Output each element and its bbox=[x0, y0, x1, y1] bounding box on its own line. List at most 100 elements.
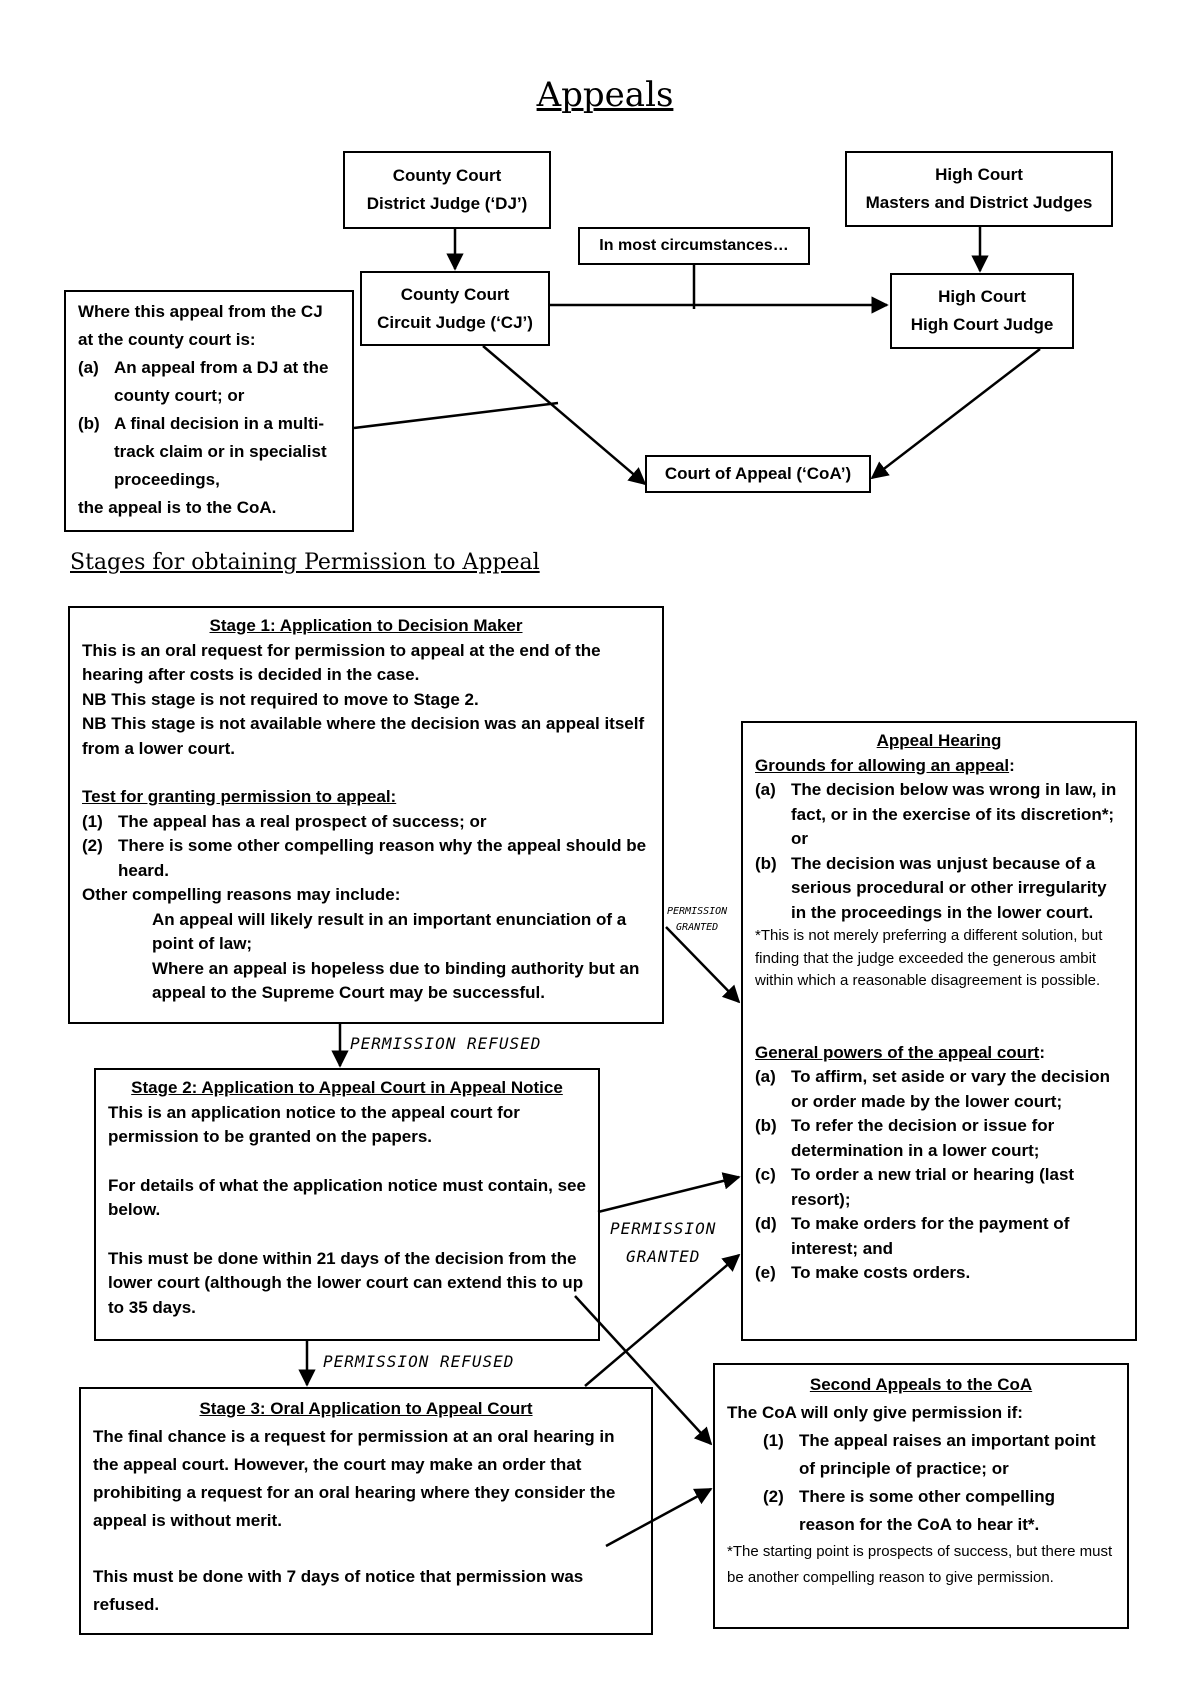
ground-a: (a) The decision below was wrong in law, … bbox=[755, 778, 1123, 852]
permission-granted-line1: PERMISSION bbox=[610, 1219, 717, 1238]
list-text: The appeal has a real prospect of succes… bbox=[118, 811, 487, 831]
appeal-hearing-heading: Appeal Hearing bbox=[876, 731, 1002, 750]
list-number: (d) bbox=[755, 1214, 777, 1233]
list-number: (e) bbox=[755, 1263, 776, 1282]
second-appeals-box: Second Appeals to the CoA The CoA will o… bbox=[713, 1363, 1129, 1629]
power-b: (b) To refer the decision or issue for de… bbox=[755, 1114, 1123, 1163]
cj-exception-box: Where this appeal from the CJ at the cou… bbox=[64, 290, 354, 532]
list-text: The decision was unjust because of a ser… bbox=[791, 853, 1107, 922]
second-appeals-intro: The CoA will only give permission if: bbox=[727, 1403, 1023, 1422]
list-number: (2) bbox=[763, 1487, 784, 1506]
list-text: The decision below was wrong in law, in … bbox=[791, 780, 1117, 848]
stage3-box: Stage 3: Oral Application to Appeal Cour… bbox=[79, 1387, 653, 1635]
county-court-cj-box: County Court Circuit Judge (‘CJ’) bbox=[360, 271, 550, 346]
powers-heading-colon: : bbox=[1039, 1042, 1046, 1062]
high-court-judge-box: High Court High Court Judge bbox=[890, 273, 1074, 349]
ground-b: (b) The decision was unjust because of a … bbox=[755, 852, 1123, 926]
list-text: To order a new trial or hearing (last re… bbox=[791, 1165, 1075, 1209]
cj-exception-intro: Where this appeal from the CJ at the cou… bbox=[78, 302, 323, 349]
list-text: A final decision in a multi-track claim … bbox=[114, 414, 327, 489]
power-a: (a) To affirm, set aside or vary the deci… bbox=[755, 1065, 1123, 1114]
stage3-p1: The final chance is a request for permis… bbox=[93, 1427, 616, 1530]
stage1-heading: Stage 1: Application to Decision Maker bbox=[209, 616, 523, 635]
list-text: To make orders for the payment of intere… bbox=[791, 1214, 1070, 1258]
list-text: To refer the decision or issue for deter… bbox=[791, 1116, 1055, 1160]
page-title: Appeals bbox=[536, 75, 674, 115]
county-court-dj-box: County Court District Judge (‘DJ’) bbox=[343, 151, 551, 229]
most-circumstances-box: In most circumstances… bbox=[578, 227, 810, 265]
stage1-p3: NB This stage is not available where the… bbox=[82, 714, 645, 758]
cj-exception-outro: the appeal is to the CoA. bbox=[78, 498, 277, 517]
grounds-heading-line: Grounds for allowing an appeal: bbox=[755, 754, 1123, 779]
permission-granted-small-label: PERMISSION GRANTED bbox=[667, 904, 727, 936]
high-court-masters-box: High Court Masters and District Judges bbox=[845, 151, 1113, 227]
stage2-heading: Stage 2: Application to Appeal Court in … bbox=[131, 1078, 563, 1097]
county-court-cj-line1: County Court bbox=[400, 284, 510, 304]
list-number: (2) bbox=[82, 836, 103, 855]
stage1-test-1: (1) The appeal has a real prospect of suc… bbox=[82, 810, 650, 835]
permission-granted-small-line2: GRANTED bbox=[676, 922, 719, 933]
high-court-judge-line1: High Court bbox=[938, 287, 1026, 306]
arrow-cj-to-coa bbox=[482, 345, 647, 486]
list-text: There is some other compelling reason wh… bbox=[118, 836, 647, 880]
list-number: (b) bbox=[755, 853, 777, 873]
stage1-p2: NB This stage is not required to move to… bbox=[82, 689, 479, 709]
permission-granted-line2: GRANTED bbox=[625, 1247, 701, 1266]
arrow-stage2-to-hearing bbox=[597, 1172, 741, 1214]
list-number: (a) bbox=[78, 358, 99, 377]
list-number: (1) bbox=[82, 811, 103, 831]
list-number: (a) bbox=[755, 780, 776, 799]
permission-refused-label-1: PERMISSION REFUSED bbox=[350, 1034, 542, 1053]
stage1-p1: This is an oral request for permission t… bbox=[82, 640, 601, 685]
stage1-test-2: (2) There is some other compelling reason… bbox=[82, 834, 650, 883]
stage1-other-heading: Other compelling reasons may include: bbox=[82, 885, 401, 904]
stage2-box: Stage 2: Application to Appeal Court in … bbox=[94, 1068, 600, 1341]
grounds-heading-colon: : bbox=[1009, 755, 1015, 775]
power-e: (e) To make costs orders. bbox=[755, 1261, 1123, 1286]
arrow-stage3-to-hearing bbox=[584, 1253, 741, 1387]
list-number: (b) bbox=[78, 414, 100, 433]
stage3-heading: Stage 3: Oral Application to Appeal Cour… bbox=[199, 1399, 533, 1418]
stage2-p2: For details of what the application noti… bbox=[108, 1175, 586, 1220]
second-appeals-footnote: *The starting point is prospects of succ… bbox=[727, 1543, 1113, 1586]
stage1-test-heading: Test for granting permission to appeal: bbox=[82, 787, 397, 806]
stage1-other-2: Where an appeal is hopeless due to bindi… bbox=[152, 958, 640, 1003]
power-d: (d) To make orders for the payment of int… bbox=[755, 1212, 1123, 1261]
list-number: (c) bbox=[755, 1165, 776, 1184]
second-appeals-item-2: (2) There is some other compelling reason… bbox=[727, 1483, 1115, 1539]
stage2-p3: This must be done within 21 days of the … bbox=[108, 1248, 584, 1317]
county-court-dj-line1: County Court bbox=[392, 166, 502, 185]
list-number: (b) bbox=[755, 1116, 777, 1135]
court-of-appeal-box: Court of Appeal (‘CoA’) bbox=[645, 455, 871, 493]
powers-heading-line: General powers of the appeal court: bbox=[755, 1041, 1123, 1066]
list-text: To affirm, set aside or vary the decisio… bbox=[791, 1067, 1111, 1111]
appeal-hearing-footnote: *This is not merely preferring a differe… bbox=[755, 927, 1103, 989]
list-number: (1) bbox=[763, 1431, 784, 1450]
line-exception-to-arrow bbox=[353, 401, 559, 430]
stage3-p2: This must be done with 7 days of notice … bbox=[93, 1567, 584, 1614]
grounds-heading: Grounds for allowing an appeal bbox=[755, 755, 1010, 775]
arrow-stage1-to-hearing bbox=[665, 926, 741, 1004]
stage2-p1: This is an application notice to the app… bbox=[108, 1102, 520, 1147]
cj-exception-item-b: (b) A final decision in a multi-track cla… bbox=[78, 410, 340, 494]
high-court-masters-line1: High Court bbox=[935, 165, 1023, 184]
stages-title: Stages for obtaining Permission to Appea… bbox=[70, 550, 540, 575]
county-court-dj-line2: District Judge (‘DJ’) bbox=[366, 194, 528, 213]
permission-granted-label: PERMISSION GRANTED bbox=[610, 1215, 716, 1271]
power-c: (c) To order a new trial or hearing (last… bbox=[755, 1163, 1123, 1212]
high-court-judge-line2: High Court Judge bbox=[910, 315, 1054, 334]
permission-granted-small-line1: PERMISSION bbox=[667, 906, 728, 917]
second-appeals-heading: Second Appeals to the CoA bbox=[809, 1375, 1033, 1394]
permission-refused-label-2: PERMISSION REFUSED bbox=[323, 1352, 515, 1371]
cj-exception-item-a: (a) An appeal from a DJ at the county cou… bbox=[78, 354, 340, 410]
powers-heading: General powers of the appeal court bbox=[755, 1042, 1040, 1062]
stage1-box: Stage 1: Application to Decision Maker T… bbox=[68, 606, 664, 1024]
list-text: The appeal raises an important point of … bbox=[799, 1431, 1096, 1478]
stage1-other-1: An appeal will likely result in an impor… bbox=[152, 909, 627, 954]
list-text: To make costs orders. bbox=[791, 1263, 971, 1282]
arrow-stage3-to-second-appeals bbox=[605, 1487, 713, 1548]
list-number: (a) bbox=[755, 1067, 776, 1086]
list-text: There is some other compelling reason fo… bbox=[799, 1487, 1056, 1534]
list-text: An appeal from a DJ at the county court;… bbox=[114, 358, 329, 405]
